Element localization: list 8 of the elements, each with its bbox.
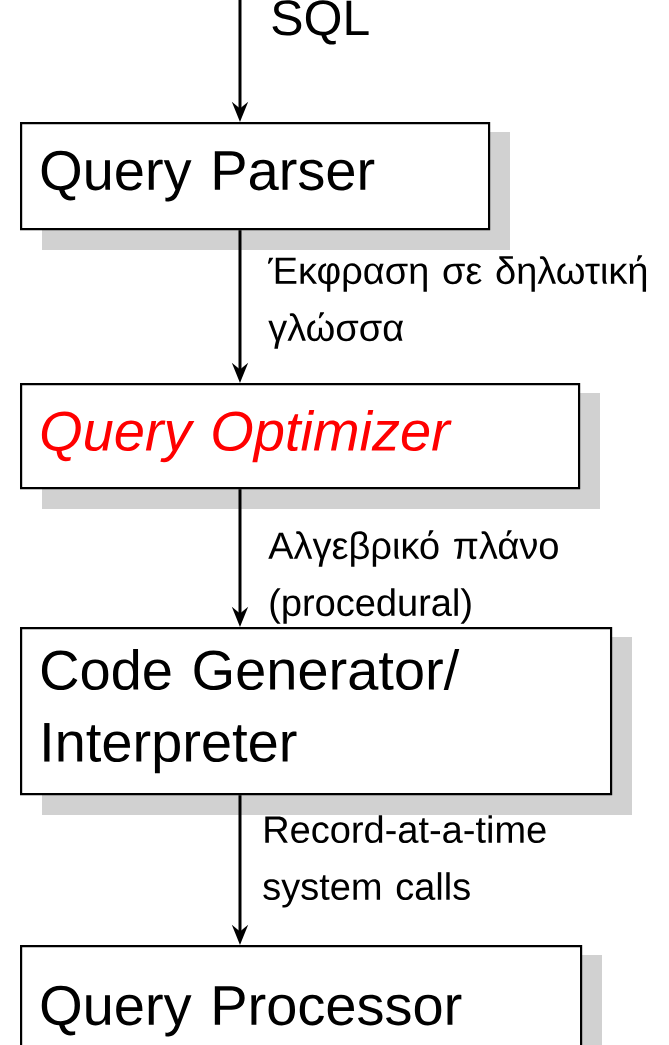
- process-box: Query Parser: [20, 122, 510, 250]
- process-box: Query Optimizer: [20, 383, 600, 509]
- process-box: Code Generator/ Interpreter: [20, 627, 632, 815]
- edge-label: Record-at-a-time system calls: [263, 815, 546, 908]
- edge-label: Αλγεβρικό πλάνο (procedural): [268, 530, 558, 624]
- process-box: Query Processor: [20, 945, 602, 1045]
- edge-label: Έκφραση σε δηλωτική γλώσσα: [268, 255, 647, 349]
- edge-label: SQL: [272, 0, 369, 45]
